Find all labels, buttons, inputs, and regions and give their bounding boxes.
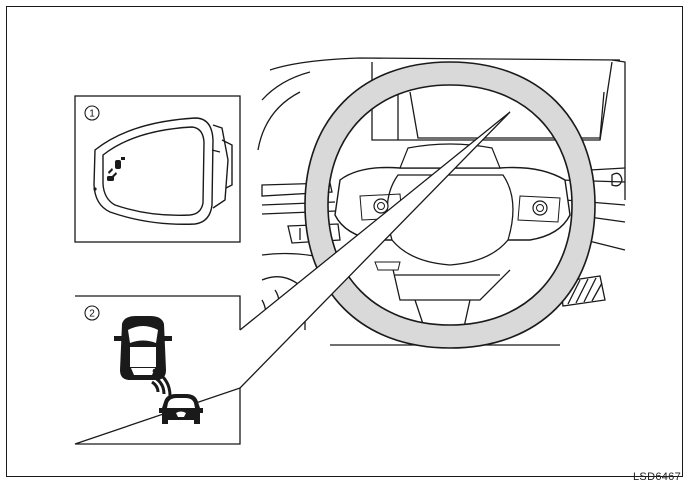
indicator-inset-box: 2 <box>74 295 241 445</box>
steering-wheel <box>304 61 596 349</box>
blind-spot-mirror-indicator-icon <box>107 157 125 181</box>
blind-spot-warning-car-icon <box>114 316 172 380</box>
radar-waves-icon <box>151 368 172 397</box>
figure-code: LSD6467 <box>633 471 681 483</box>
side-mirror <box>93 117 233 225</box>
figure-frame <box>6 6 683 477</box>
callout-2: 2 <box>84 305 100 321</box>
mirror-inset-box: 1 <box>74 95 241 243</box>
adjacent-vehicle-icon <box>159 394 203 424</box>
callout-1: 1 <box>84 105 100 121</box>
callout-pointer <box>239 111 511 389</box>
callout-number-1: 1 <box>89 109 95 120</box>
callout-number-2: 2 <box>89 309 95 320</box>
